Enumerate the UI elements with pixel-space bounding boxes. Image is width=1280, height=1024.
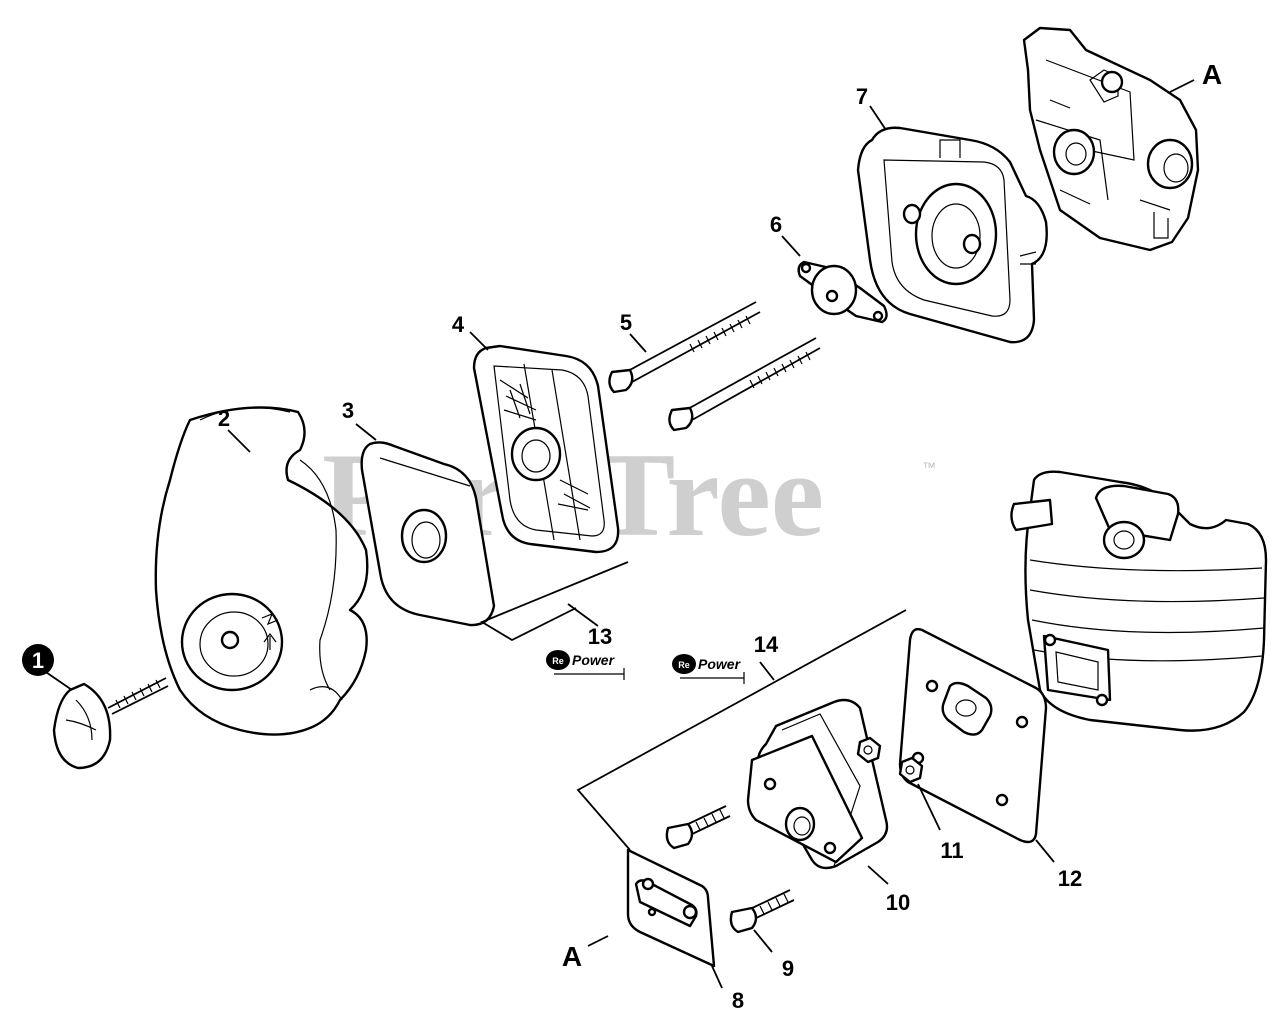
part-3-prefilter[interactable] — [360, 441, 496, 627]
part-12-gasket[interactable] — [898, 627, 1048, 844]
part-8-gasket[interactable] — [626, 848, 716, 968]
kit-badge-13-text: Power — [572, 652, 616, 668]
part-11-nuts[interactable] — [856, 736, 924, 784]
callout-9: 9 — [782, 956, 794, 981]
part-4-filter[interactable] — [472, 344, 620, 554]
callout-13: 13 — [588, 624, 612, 649]
callout-5: 5 — [620, 310, 632, 335]
cylinder[interactable] — [1010, 470, 1268, 732]
reference-a-top: A — [1202, 59, 1222, 90]
part-10-insulator[interactable] — [746, 698, 889, 870]
callout-3: 3 — [342, 398, 354, 423]
part-1-knob[interactable] — [52, 677, 169, 770]
part-2-cover[interactable] — [154, 406, 369, 736]
reference-a-bottom: A — [562, 941, 582, 972]
callout-7: 7 — [856, 84, 868, 109]
kit-badge-14[interactable]: Re Power — [672, 654, 745, 684]
carburetor[interactable] — [1022, 26, 1200, 252]
watermark-trademark: ™ — [922, 459, 936, 475]
kit-badge-13[interactable]: Re Power — [546, 650, 625, 680]
callout-8: 8 — [732, 988, 744, 1013]
kit-badge-13-prefix: Re — [552, 656, 564, 666]
kit-badge-14-prefix: Re — [678, 660, 690, 670]
callout-14: 14 — [754, 632, 779, 657]
callout-1: 1 — [32, 648, 44, 673]
callout-2: 2 — [218, 406, 230, 431]
part-7-base[interactable] — [856, 126, 1048, 344]
callout-4: 4 — [452, 312, 465, 337]
callout-10: 10 — [886, 890, 910, 915]
kit-badge-14-text: Power — [698, 656, 742, 672]
part-6-spacer[interactable] — [797, 260, 888, 324]
callout-12: 12 — [1058, 866, 1082, 891]
part-9-screws[interactable] — [665, 805, 795, 934]
callout-11: 11 — [940, 838, 963, 863]
callout-1-marker — [22, 644, 54, 676]
part-5-bolts[interactable] — [608, 301, 821, 432]
callout-6: 6 — [770, 212, 782, 237]
